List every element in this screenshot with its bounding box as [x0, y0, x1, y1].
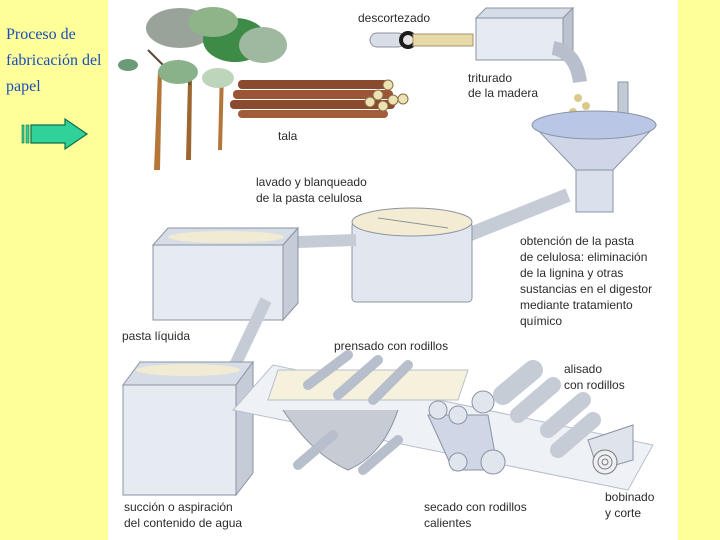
paper-process-diagram: descortezado triturado de la madera tala… [108, 0, 678, 540]
label-secado-line2: calientes [424, 516, 471, 530]
slide-title: Proceso de fabricación del papel [6, 22, 106, 100]
label-obtencion-line1: obtención de la pasta [520, 234, 634, 248]
label-bobinado-line1: bobinado [605, 490, 655, 504]
label-triturado-line2: de la madera [468, 86, 538, 100]
label-succion-line1: succión o aspiración [124, 500, 233, 514]
label-triturado-line1: triturado [468, 71, 512, 85]
label-prensado: prensado con rodillos [334, 339, 448, 353]
lower-vat-illustration [123, 362, 253, 495]
label-descortezado: descortezado [358, 11, 430, 25]
next-arrow-button[interactable] [20, 118, 90, 150]
label-secado-line1: secado con rodillos [424, 500, 527, 514]
label-lavado-line2: de la pasta celulosa [256, 191, 362, 205]
label-alisado-line1: alisado [564, 362, 602, 376]
label-obtencion-line6: químico [520, 314, 562, 328]
label-obtencion-line3: de la lignina y otras [520, 266, 623, 280]
debarker-illustration [370, 31, 473, 49]
label-lavado-line1: lavado y blanqueado [256, 175, 367, 189]
label-obtencion-line4: sustancias en el digestor [520, 282, 652, 296]
label-obtencion-line5: mediante tratamiento [520, 298, 633, 312]
logs-illustration [230, 80, 408, 118]
label-alisado-line2: con rodillos [564, 378, 625, 392]
label-tala: tala [278, 129, 298, 143]
label-obtencion-line2: de celulosa: eliminación [520, 250, 647, 264]
label-bobinado-line2: y corte [605, 506, 641, 520]
label-pasta-liquida: pasta líquida [122, 329, 190, 343]
label-succion-line2: del contenido de agua [124, 516, 242, 530]
arrow-right-icon [22, 119, 87, 149]
